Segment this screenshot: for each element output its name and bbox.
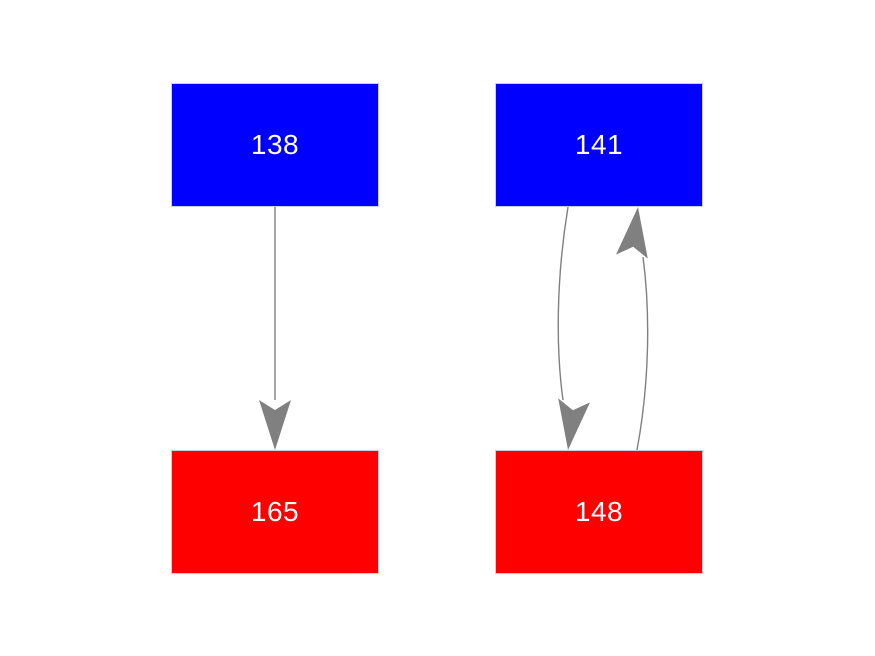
edge-148-to-141 bbox=[616, 205, 654, 451]
edge-line bbox=[557, 206, 569, 401]
node-141[interactable]: 141 bbox=[495, 83, 703, 207]
arrowhead-icon bbox=[552, 398, 590, 452]
arrowhead-icon bbox=[259, 400, 291, 450]
edge-138-to-165 bbox=[259, 207, 291, 450]
node-label: 141 bbox=[574, 129, 624, 160]
edge-141-to-148 bbox=[552, 206, 590, 452]
node-label: 148 bbox=[574, 496, 624, 527]
node-label: 165 bbox=[250, 496, 300, 527]
node-138[interactable]: 138 bbox=[171, 83, 379, 207]
arrowhead-icon bbox=[616, 205, 654, 259]
node-148[interactable]: 148 bbox=[495, 450, 703, 574]
edge-line bbox=[636, 256, 649, 451]
node-label: 138 bbox=[250, 129, 300, 160]
node-165[interactable]: 165 bbox=[171, 450, 379, 574]
